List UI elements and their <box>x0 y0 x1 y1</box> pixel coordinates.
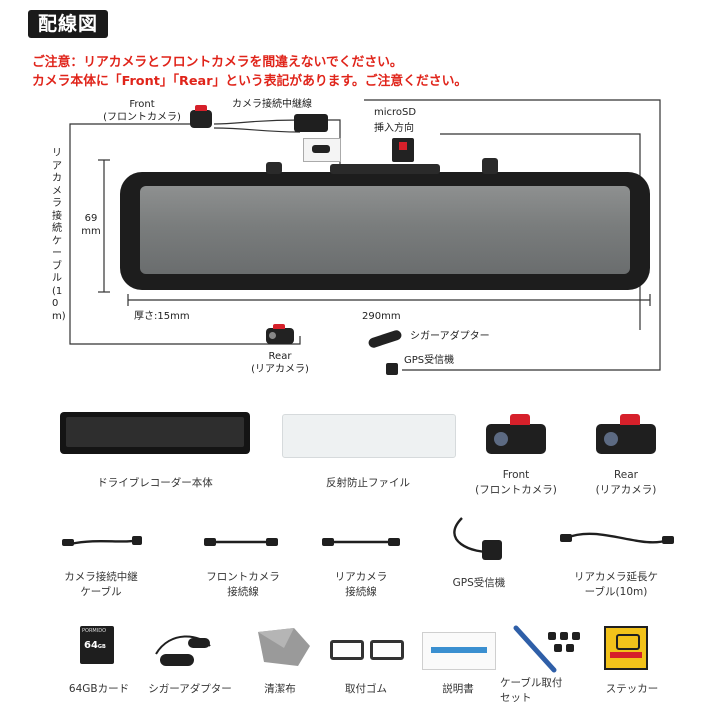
cigar-adapter-label: シガーアダプター <box>148 683 232 695</box>
extension-cable-label: リアカメラ延長ケ ーブル(10m) <box>556 570 676 600</box>
gps-receiver-icon <box>386 363 398 375</box>
connector-inset-icon <box>303 138 341 162</box>
rear-label-jp: (リアカメラ) <box>251 364 309 375</box>
extension-cable-label-1: リアカメラ延長ケ <box>574 571 658 583</box>
cloth-label: 清潔布 <box>264 683 296 695</box>
microsd-label: microSD <box>374 107 417 118</box>
height-unit: mm <box>81 226 101 237</box>
height-value: 69 <box>84 213 98 224</box>
sd-card-label: 64GBカード <box>68 683 130 695</box>
relay-box-icon <box>294 114 328 132</box>
manual-label: 説明書 <box>442 683 474 695</box>
relay-cable-label-2: ケーブル <box>80 586 122 598</box>
insert-direction-label: 挿入方向 <box>374 123 414 134</box>
rear-label-en: Rear <box>268 351 292 362</box>
wiring-lines <box>69 99 661 371</box>
front-camera-product-image <box>486 414 546 454</box>
rear-cable-product-label-2: 接続線 <box>345 586 377 598</box>
sd-card-capacity: 64GB <box>84 640 106 651</box>
cable-clip-set-label-2: セット <box>500 692 532 704</box>
rubber-label: 取付ゴム <box>345 683 387 695</box>
film-product-label: 反射防止ファイル <box>326 477 410 489</box>
sticker-image <box>604 626 648 670</box>
microsd-slot-icon <box>392 138 414 162</box>
rear-cable-label: リアカメラ接続ケーブル(10m) <box>52 148 66 322</box>
accessories-row-3: PORMIDO 64GB 64GBカード シガーアダプター 清潔布 取付ゴム 説… <box>0 612 720 720</box>
front-camera-product-label-en: Front <box>502 469 530 481</box>
rear-cable-product-label-1: リアカメラ <box>334 571 388 583</box>
sd-card-unit: GB <box>97 644 106 650</box>
sd-card-capacity-value: 64 <box>84 640 98 651</box>
sd-card-image: PORMIDO 64GB <box>80 626 114 664</box>
manual-image <box>422 632 496 670</box>
mirror-product-image <box>60 412 250 454</box>
height-dimension: 69 mm <box>80 212 102 238</box>
cable-clip-set-label-1: ケーブル取付 <box>500 677 563 689</box>
cigar-label: シガーアダプター <box>410 331 490 342</box>
sd-card-brand: PORMIDO <box>82 628 106 634</box>
cigar-adapter-image <box>155 635 211 666</box>
film-product-image <box>282 414 456 458</box>
relay-label: カメラ接続中継線 <box>232 99 312 110</box>
relay-cable-label-1: カメラ接続中継 <box>64 571 138 583</box>
accessories-row-2: カメラ接続中継 ケーブル フロントカメラ 接続線 リアカメラ 接続線 GPS受信… <box>0 510 720 610</box>
sticker-label: ステッカー <box>605 683 659 695</box>
extension-cable-label-2: ーブル(10m) <box>584 586 648 598</box>
notice-line-2: カメラ本体に「Front」「Rear」という表記があります。ご注意ください。 <box>32 74 468 89</box>
accessories-row-1: ドライブレコーダー本体 反射防止ファイル Front (フロントカメラ) Rea… <box>0 400 720 510</box>
front-cable-label-1: フロントカメラ <box>206 571 280 583</box>
cloth-image <box>258 628 310 666</box>
cable-clip-set-label: ケーブル取付 セット <box>500 676 596 706</box>
page-title: 配線図 <box>28 10 108 38</box>
front-cable-label: フロントカメラ 接続線 <box>188 570 298 600</box>
front-label-en: Front <box>129 99 155 110</box>
front-label-jp: (フロントカメラ) <box>103 112 181 123</box>
thickness-label: 厚さ:15mm <box>134 311 190 322</box>
mirror-port-left <box>266 162 282 174</box>
rear-camera-product-label-jp: (リアカメラ) <box>595 484 657 496</box>
gps-label: GPS受信機 <box>404 355 455 366</box>
front-camera-product-label: Front (フロントカメラ) <box>466 468 566 498</box>
mirror-top-ports <box>330 164 440 174</box>
rear-camera-product-label-en: Rear <box>613 469 639 481</box>
width-label: 290mm <box>362 311 401 322</box>
front-camera-product-label-jp: (フロントカメラ) <box>475 484 557 496</box>
rear-cable-product-label: リアカメラ 接続線 <box>306 570 416 600</box>
front-cable-label-2: 接続線 <box>227 586 259 598</box>
rubber-image <box>330 640 406 662</box>
mirror-product-label: ドライブレコーダー本体 <box>97 477 213 489</box>
mirror-button <box>482 158 498 174</box>
notice-line-1: ご注意：リアカメラとフロントカメラを間違えないでください。 <box>32 55 403 70</box>
cables-images <box>62 517 674 560</box>
rear-label: Rear (リアカメラ) <box>240 350 320 376</box>
mirror-screen <box>140 186 630 274</box>
cable-clip-set-image <box>513 625 580 673</box>
gps-product-label: GPS受信機 <box>452 577 506 589</box>
rear-camera-product-image <box>596 414 656 454</box>
relay-cable-label: カメラ接続中継 ケーブル <box>46 570 156 600</box>
front-camera-icon <box>190 105 212 128</box>
rear-camera-product-label: Rear (リアカメラ) <box>576 468 676 498</box>
rear-camera-icon <box>266 324 294 344</box>
wiring-diagram: Front (フロントカメラ) カメラ接続中継線 microSD 挿入方向 リア… <box>52 98 661 376</box>
front-label: Front (フロントカメラ) <box>94 98 190 124</box>
